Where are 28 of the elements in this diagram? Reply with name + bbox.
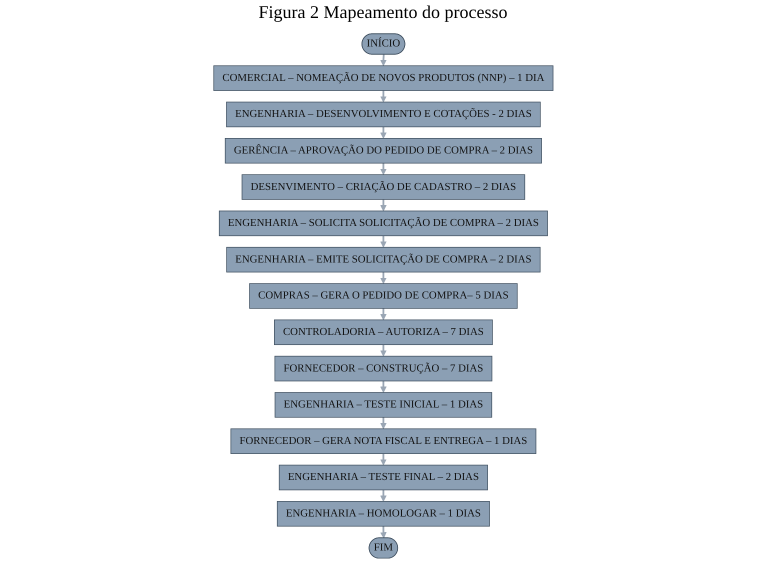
arrow	[380, 236, 386, 248]
node-box: ENGENHARIA – TESTE INICIAL – 1 DIAS	[274, 392, 492, 418]
arrow	[380, 344, 386, 356]
node-box: ENGENHARIA – SOLICITA SOLICITAÇÃO DE COMPRA – 2 DIAS	[218, 210, 548, 236]
arrow	[380, 417, 386, 430]
arrow	[380, 163, 386, 175]
arrow	[380, 199, 386, 212]
arrow	[380, 54, 386, 66]
node-box: COMPRAS – GERA O PEDIDO DE COMPRA– 5 DIAS	[248, 283, 518, 309]
node-box: ENGENHARIA – TESTE FINAL – 2 DIAS	[278, 464, 488, 490]
node-box: FORNECEDOR – GERA NOTA FISCAL E ENTREGA – 1 DIAS	[230, 428, 536, 454]
node-box: DESENVIMENTO – CRIAÇÃO DE CADASTRO – 2 DIAS	[241, 174, 525, 200]
arrow	[380, 90, 386, 102]
node-box: GERÊNCIA – APROVAÇÃO DO PEDIDO DE COMPRA – 2 DIAS	[224, 138, 542, 164]
node-box: COMERCIAL – NOMEAÇÃO DE NOVOS PRODUTOS (NNP) – 1 DIA	[212, 65, 553, 91]
arrow	[380, 272, 386, 284]
figure-title: Figura 2 Mapeamento do processo	[258, 2, 508, 23]
arrow	[380, 454, 386, 466]
node-box: CONTROLADORIA – AUTORIZA – 7 DIAS	[274, 320, 492, 346]
node-box: FORNECEDOR – CONSTRUÇÃO – 7 DIAS	[274, 356, 492, 382]
node-box: ENGENHARIA – EMITE SOLICITAÇÃO DE COMPRA – 2 DIAS	[226, 246, 540, 272]
arrow	[380, 490, 386, 502]
arrow	[380, 308, 386, 320]
node-box: ENGENHARIA – HOMOLOGAR – 1 DIAS	[276, 501, 490, 527]
arrow	[380, 381, 386, 393]
arrow	[380, 526, 386, 538]
arrow	[380, 126, 386, 139]
node-box: ENGENHARIA – DESENVOLVIMENTO E COTAÇÕES - 2 DIAS	[226, 102, 540, 128]
